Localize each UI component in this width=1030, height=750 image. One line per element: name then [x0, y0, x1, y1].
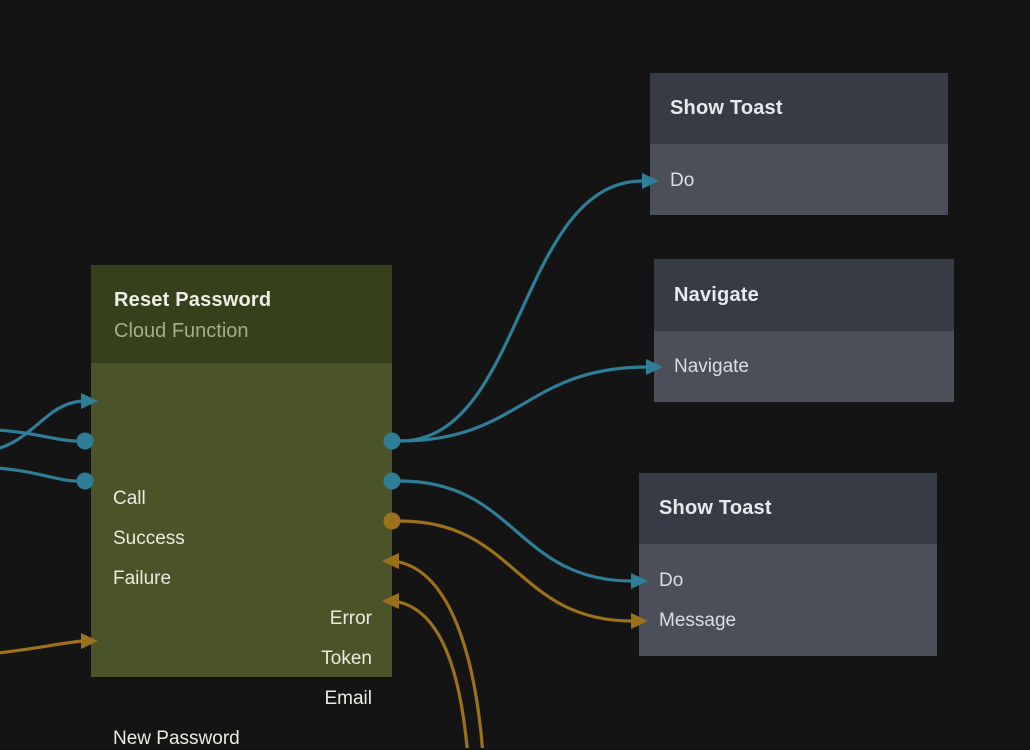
node-body: Call Success Failure Error Token Email N… — [91, 363, 392, 749]
edge-in-email[interactable] — [397, 600, 469, 748]
port-label-new-password: New Password — [113, 728, 240, 749]
edge-in-new-password[interactable] — [0, 639, 84, 655]
edge-error-message[interactable] — [398, 519, 634, 623]
edge-in-success[interactable] — [0, 428, 79, 443]
node-header: Reset Password Cloud Function — [91, 265, 392, 363]
node-header: Show Toast — [639, 473, 937, 544]
port-label-success: Success — [113, 528, 185, 549]
node-header: Show Toast — [650, 73, 948, 144]
node-header: Navigate — [654, 259, 954, 331]
port-label-do: Do — [659, 570, 684, 591]
node-title: Show Toast — [659, 497, 772, 519]
port-label-navigate: Navigate — [674, 356, 749, 377]
node-show-toast-top[interactable]: Show Toast Do — [650, 73, 948, 215]
port-label-message: Message — [659, 610, 737, 631]
node-title: Reset Password — [114, 289, 272, 311]
port-label-call: Call — [113, 488, 146, 509]
node-show-toast-bottom[interactable]: Show Toast Do Message — [639, 473, 937, 656]
edge-in-failure[interactable] — [0, 466, 79, 483]
edge-failure-toast-do[interactable] — [398, 479, 634, 583]
node-title: Show Toast — [670, 97, 783, 119]
node-navigate[interactable]: Navigate Navigate — [654, 259, 954, 402]
node-title: Navigate — [674, 283, 759, 306]
port-label-email: Email — [324, 688, 372, 709]
edge-success-navigate[interactable] — [398, 365, 649, 443]
port-label-failure: Failure — [113, 568, 172, 589]
port-label-do: Do — [670, 170, 695, 191]
edge-in-token[interactable] — [397, 560, 485, 748]
node-reset-password[interactable]: Reset Password Cloud Function Call Succe… — [91, 265, 392, 749]
node-subtitle: Cloud Function — [114, 320, 249, 342]
edge-in-call[interactable] — [0, 399, 84, 452]
port-label-token: Token — [321, 648, 372, 669]
port-label-error: Error — [329, 608, 372, 629]
edge-success-toast-do[interactable] — [398, 179, 645, 443]
